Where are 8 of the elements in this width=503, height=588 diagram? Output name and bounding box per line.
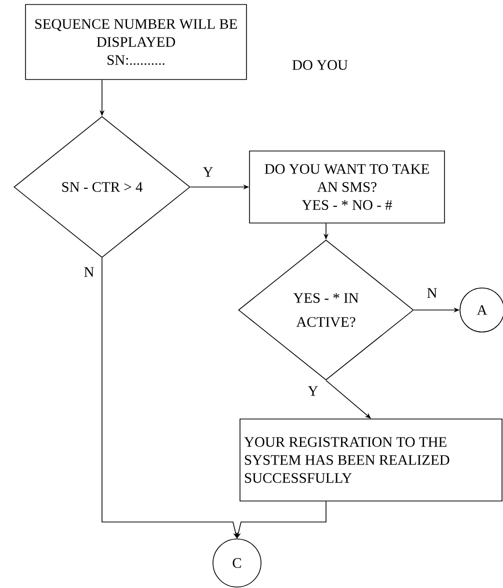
edge-label: N [426,287,438,299]
edge-label: N [82,266,96,278]
process-box: DO YOU WANT TO TAKE AN SMS? YES - * NO - # [249,150,445,224]
process-box: SEQUENCE NUMBER WILL BE DISPLAYED SN:.......... [25,4,247,80]
edge-label: Y [306,385,320,397]
note-text: DO YOU [292,60,348,70]
edge-label: Y [202,166,214,178]
process-box: YOUR REGISTRATION TO THE SYSTEM HAS BEEN REALIZED SUCCESSFULLY [240,418,502,502]
